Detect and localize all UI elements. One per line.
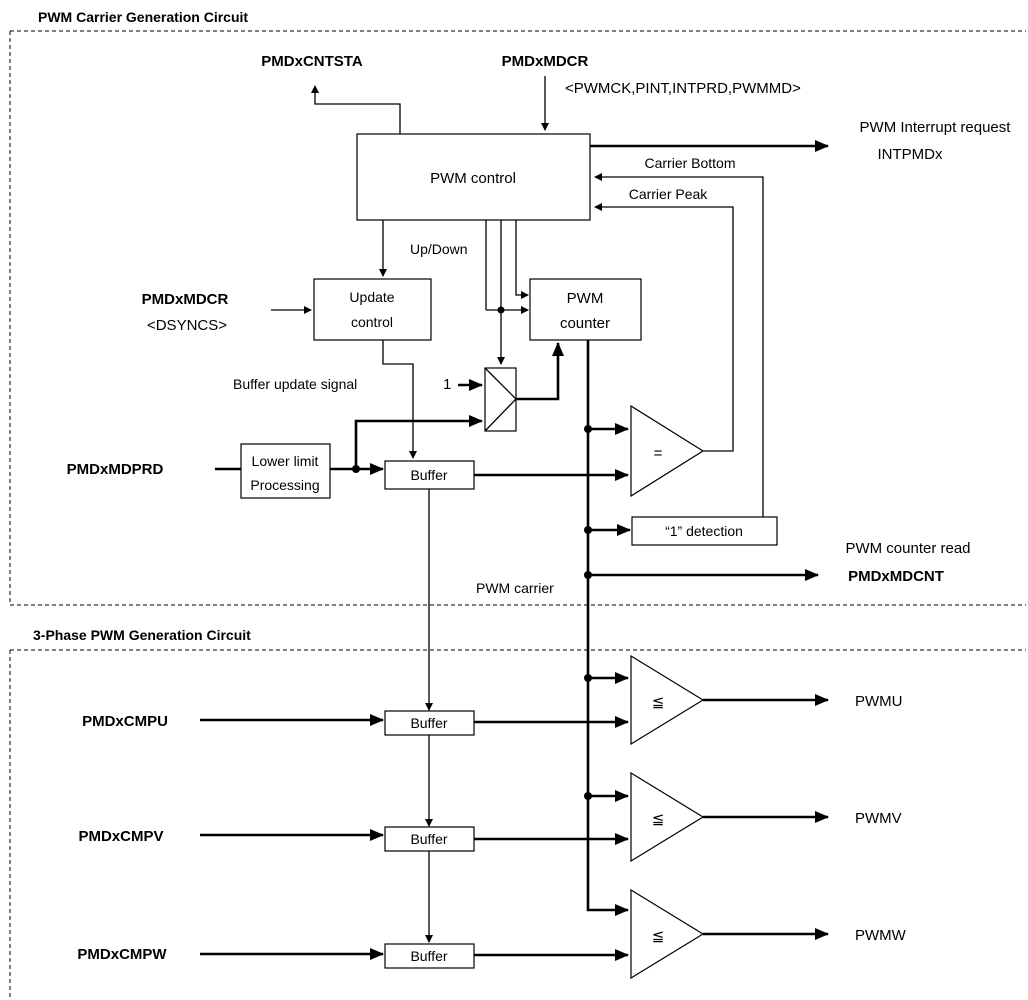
pwm-carrier-bus	[586, 340, 629, 916]
carrier-eq-junction	[584, 425, 592, 433]
one-detection-label: “1” detection	[665, 523, 743, 539]
period-buffer-label: Buffer	[410, 467, 447, 483]
counter-read-label: PWM counter read	[845, 540, 970, 557]
buffer-update-label: Buffer update signal	[233, 376, 357, 392]
u-comparator	[630, 654, 705, 746]
pwm-counter-label-2: counter	[560, 315, 610, 332]
cmpu-register-label: PMDxCMPU	[82, 713, 168, 730]
pwmw-label: PWMW	[855, 927, 907, 944]
cmpv-buffer-block	[384, 826, 475, 852]
v-comparator-symbol: ≦	[652, 811, 665, 828]
mdcnt-register-label: PMDxMDCNT	[848, 568, 944, 585]
cmpu-buffer-label: Buffer	[410, 715, 447, 731]
pwm-control-block	[356, 133, 591, 221]
up-down-label: Up/Down	[410, 241, 468, 257]
pwmu-label: PWMU	[855, 693, 903, 710]
cmpw-buffer-label: Buffer	[410, 948, 447, 964]
pwm-carrier-label: PWM carrier	[476, 580, 554, 596]
lower-limit-to-mux-arrow	[354, 415, 483, 469]
pwm-counter-block	[529, 278, 642, 341]
mux-to-counter-arrow	[516, 342, 564, 401]
carrier-section-frame	[9, 30, 1026, 606]
mdcr-left-register-label: PMDxMDCR	[142, 291, 229, 308]
three-phase-section-title: 3-Phase PWM Generation Circuit	[33, 627, 251, 643]
carrier-detect-junction	[584, 526, 592, 534]
lower-limit-block	[240, 443, 331, 499]
equality-comparator-symbol: =	[654, 445, 663, 462]
mdcr-top-register-label: PMDxMDCR	[502, 53, 589, 70]
pwmv-label: PWMV	[855, 810, 902, 827]
carrier-bottom-line	[594, 173, 764, 517]
carrier-v-junction	[584, 792, 592, 800]
w-comparator	[630, 888, 705, 980]
mdprd-register-label: PMDxMDPRD	[67, 461, 164, 478]
three-phase-section-frame	[9, 649, 1026, 1000]
u-comparator-symbol: ≦	[652, 694, 665, 711]
one-detection-block	[631, 516, 778, 546]
pwm-control-label: PWM control	[430, 170, 516, 187]
cmpv-register-label: PMDxCMPV	[78, 828, 163, 845]
lower-limit-label-2: Processing	[250, 477, 319, 493]
mdcr-left-fields-label: <DSYNCS>	[147, 317, 227, 334]
equality-comparator	[630, 404, 705, 498]
period-buffer-block	[384, 460, 475, 490]
buffer-update-line	[382, 340, 417, 459]
mdcr-top-fields-label: <PWMCK,PINT,INTPRD,PWMMD>	[565, 80, 801, 97]
carrier-section-title: PWM Carrier Generation Circuit	[38, 9, 248, 25]
cntsta-arrow	[311, 85, 401, 134]
update-control-label-2: control	[351, 314, 393, 330]
control-to-counter-arrow	[515, 220, 529, 299]
carrier-bottom-label: Carrier Bottom	[644, 155, 735, 171]
cmpw-register-label: PMDxCMPW	[77, 946, 167, 963]
cmpv-buffer-label: Buffer	[410, 831, 447, 847]
cmpw-buffer-block	[384, 943, 475, 969]
carrier-peak-line	[594, 203, 734, 452]
carrier-peak-label: Carrier Peak	[629, 186, 709, 202]
cntsta-register-label: PMDxCNTSTA	[261, 53, 363, 70]
carrier-u-junction	[584, 674, 592, 682]
v-comparator	[630, 771, 705, 863]
update-control-label-1: Update	[349, 289, 394, 305]
interrupt-label-2: INTPMDx	[878, 146, 943, 163]
lower-limit-label-1: Lower limit	[252, 453, 319, 469]
update-control-block	[313, 278, 432, 341]
mux-one-label: 1	[443, 376, 451, 393]
w-comparator-symbol: ≦	[652, 928, 665, 945]
selector-mux	[484, 367, 517, 432]
interrupt-label-1: PWM Interrupt request	[860, 119, 1012, 136]
carrier-read-junction	[584, 571, 592, 579]
pwm-counter-label-1: PWM	[567, 290, 604, 307]
